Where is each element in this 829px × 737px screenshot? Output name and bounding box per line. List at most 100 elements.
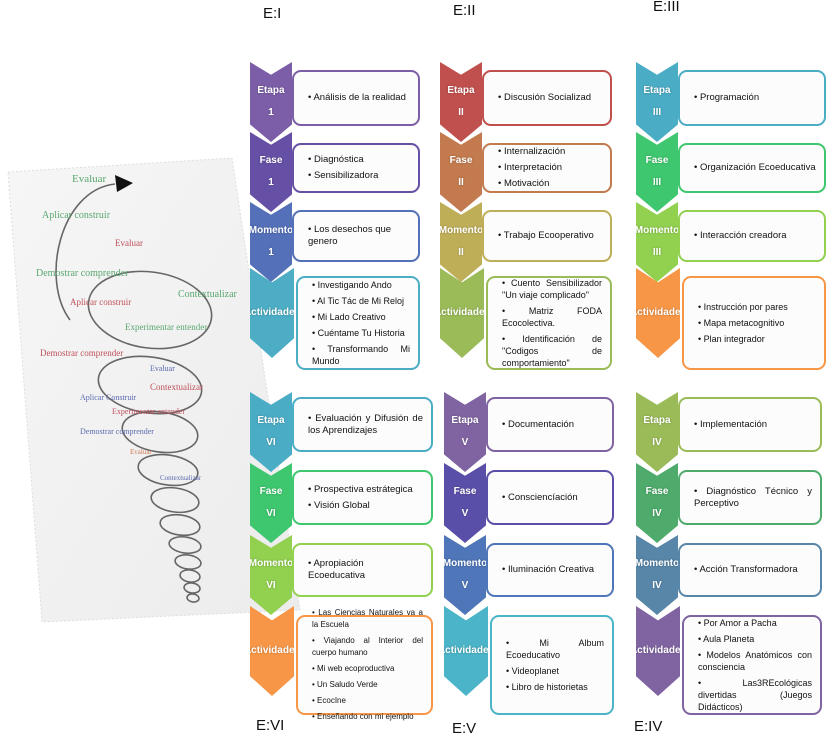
list-item: Las3REcológicas divertidas (Juegos Didác… [698, 677, 812, 713]
chevron-number: V [461, 437, 469, 448]
chevron-number: IV [652, 580, 662, 591]
list-item: Cuéntame Tu Historia [312, 327, 410, 339]
spiral-label: Contextualizar [160, 474, 202, 482]
list-item: Visión Global [308, 500, 423, 512]
chevron-number: II [458, 107, 464, 118]
list-item: Por Amor a Pacha [698, 617, 812, 629]
content-box-momento: Apropiación Ecoeducativa [292, 543, 433, 597]
chevron-label: Momento [634, 558, 680, 569]
chevron-number: 1 [268, 247, 274, 258]
content-box-momento: Acción Transformadora [678, 543, 822, 597]
list-item: Diagnóstica [308, 154, 410, 166]
chevron-label: Etapa [257, 415, 285, 426]
list-item: Documentación [502, 419, 604, 431]
content-box-fase: Organización Ecoeducativa [678, 143, 826, 193]
list-item: Programación [694, 92, 816, 104]
chevron-label: Fase [645, 155, 669, 166]
content-box-momento: Iluminación Creativa [486, 543, 614, 597]
list-item: Análisis de la realidad [308, 92, 410, 104]
stage-header: E:II [453, 2, 476, 19]
chevron-label: Etapa [257, 85, 285, 96]
chevron-actividades: Actividades [636, 606, 680, 696]
chevron-momento: Momento 1 [250, 202, 292, 282]
content-box-actividades: Instrucción por paresMapa metacognitivoP… [682, 276, 826, 370]
content-box-etapa: Discusión Socializad [482, 70, 612, 126]
list-item: Consciencíación [502, 492, 604, 504]
chevron-label: Momento [634, 225, 680, 236]
list-item: Diagnóstico Técnico y Perceptivo [694, 486, 812, 510]
list-item: Videoplanet [506, 665, 604, 677]
content-box-fase: Prospectiva estrátegicaVisión Global [292, 470, 433, 525]
chevron-number: III [652, 247, 662, 258]
spiral-loop [137, 453, 199, 487]
list-item: Un Saludo Verde [312, 679, 423, 691]
content-box-etapa: Documentación [486, 397, 614, 452]
spiral-label: Aplicar construir [42, 210, 111, 221]
chevron-label: Fase [645, 486, 669, 497]
list-item: Enseñando con mi ejemplo [312, 711, 423, 723]
list-item: Mapa metacognitivo [698, 317, 816, 329]
chevron-label: Momento [248, 225, 294, 236]
list-item: Trabajo Ecooperativo [498, 230, 602, 242]
list-item: Organización Ecoeducativa [694, 162, 816, 174]
spiral-label: Experimentar entender [125, 322, 207, 332]
list-item: Instrucción por pares [698, 301, 816, 313]
stage-header: E:IV [634, 718, 663, 735]
spiral-label: Evaluar [72, 173, 107, 185]
chevron-label: Etapa [643, 85, 671, 96]
list-item: Prospectiva estrátegica [308, 484, 423, 496]
content-box-actividades: Por Amor a PachaAula PlanetaModelos Anat… [682, 615, 822, 715]
list-item: Mi Lado Creativo [312, 311, 410, 323]
list-item: Interpretación [498, 162, 602, 174]
chevron-label: Etapa [451, 415, 479, 426]
content-box-actividades: Mi Album EcoeducativoVideoplanetLibro de… [490, 615, 614, 715]
spiral-label: Evaluar [150, 364, 175, 373]
list-item: Identificación de "Codigos de comportami… [502, 333, 602, 369]
spiral-loop [174, 554, 202, 570]
chevron-number: VI [266, 580, 276, 591]
list-item: Aula Planeta [698, 633, 812, 645]
list-item: Matriz FODA Ecocolectiva. [502, 305, 602, 329]
content-box-fase: Diagnóstico Técnico y Perceptivo [678, 470, 822, 525]
list-item: Mi Album Ecoeducativo [506, 637, 604, 661]
chevron-number: II [458, 177, 464, 188]
list-item: Viajando al Interior del cuerpo humano [312, 635, 423, 659]
chevron-actividades: Actividades [444, 606, 488, 696]
spiral-label: Demostrar comprender [80, 427, 154, 436]
chevron-actividades: Actividades [440, 268, 484, 358]
chevron-label: Fase [453, 486, 477, 497]
list-item: Libro de historietas [506, 681, 604, 693]
chevron-number: II [458, 247, 464, 258]
stage-header: E:I [263, 5, 282, 22]
spiral-loop [150, 486, 200, 514]
chevron-actividades: Actividades [250, 606, 294, 696]
content-box-fase: InternalizaciónInterpretaciónMotivación [482, 143, 612, 193]
list-item: Transformando Mi Mundo [312, 343, 410, 367]
chevron-number: 1 [268, 177, 274, 188]
stage-header: E:VI [256, 717, 285, 734]
chevron-label: Actividades [433, 307, 491, 318]
content-box-momento: Interacción creadora [678, 210, 826, 262]
chevron-label: Etapa [447, 85, 475, 96]
content-box-actividades: Investigando AndoAl Tic Tác de Mi RelojM… [296, 276, 420, 370]
content-box-actividades: Cuento Sensibilizador "Un viaje complica… [486, 276, 612, 370]
arrowhead-icon [115, 175, 133, 192]
spiral-loop [179, 569, 201, 583]
content-box-etapa: Análisis de la realidad [292, 70, 420, 126]
paper-background [7, 157, 301, 623]
chevron-number: V [461, 580, 469, 591]
list-item: Discusión Socializad [498, 92, 602, 104]
content-box-fase: Consciencíación [486, 470, 614, 525]
chevron-number: VI [266, 508, 276, 519]
list-item: Implementación [694, 419, 812, 431]
